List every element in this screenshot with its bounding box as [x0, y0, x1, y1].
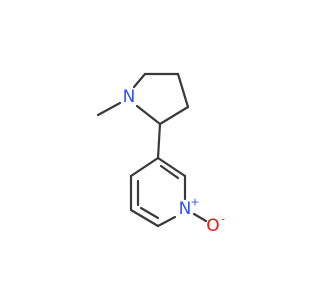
pyrrolidine-ring — [132, 72, 190, 126]
bond-c2-c3 — [158, 105, 190, 126]
bond-c3-c4 — [176, 72, 190, 109]
oxide-oxygen-label: O — [206, 216, 219, 236]
bond-ring-link — [156, 122, 162, 160]
bond-n-methyl — [96, 101, 122, 117]
pyrrolidine-nitrogen-label: N — [123, 87, 136, 107]
bond-n-oxide — [192, 212, 208, 223]
bond-py-double-1 — [159, 164, 180, 180]
bond-py-c4-c3 — [129, 156, 160, 178]
pyridine-nitrogen-charge: + — [190, 196, 199, 209]
molecule-diagram: N N + O - — [96, 72, 225, 236]
bond-py-c6-c5 — [129, 208, 160, 228]
bond-c5-n1 — [132, 72, 147, 89]
oxide-oxygen-charge: - — [221, 213, 225, 226]
bond-py-n1-c6 — [156, 215, 177, 228]
pyridine-ring — [129, 156, 187, 228]
bond-py-double-2 — [139, 206, 160, 220]
bond-py-c3-c2 — [156, 156, 187, 178]
bond-n1-c2 — [135, 104, 162, 126]
pyridine-nitrogen-label: N — [179, 199, 192, 219]
